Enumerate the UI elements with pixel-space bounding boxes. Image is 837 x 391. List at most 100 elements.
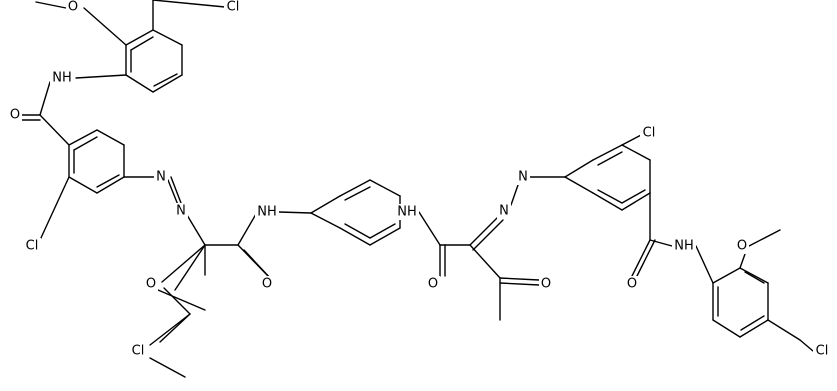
atom-label: O — [66, 0, 80, 15]
bond-line — [369, 179, 401, 197]
ring-chlorine-left: Cl — [26, 239, 39, 254]
atom-label: N — [154, 169, 168, 185]
bond-line — [174, 244, 206, 291]
bond-line — [152, 29, 183, 46]
bond-line — [472, 219, 504, 251]
bond-line — [744, 271, 765, 284]
bond-line — [499, 282, 540, 286]
bond-line — [186, 214, 206, 246]
bond-line — [339, 179, 371, 197]
amide-nh-top: NH — [52, 71, 72, 86]
bond-line — [739, 267, 769, 284]
atom-label: O — [8, 107, 22, 123]
atom-label: NH — [255, 204, 279, 220]
atom-label: N — [174, 203, 188, 219]
bond-line — [592, 144, 623, 161]
methoxy-oxygen-top: O — [68, 0, 78, 15]
chloromethyl-chlorine-top: Cl — [227, 0, 240, 15]
bond-line — [695, 245, 714, 284]
bond-line — [130, 36, 154, 51]
atom-label: NH — [395, 204, 419, 220]
bond-line — [161, 244, 206, 283]
bond-lines — [21, 0, 814, 378]
bond-line — [170, 176, 182, 204]
azo-nitrogen-left-1: N — [156, 170, 166, 185]
bond-line — [152, 74, 183, 93]
amide-oxygen-left: O — [262, 277, 272, 292]
bond-line — [740, 315, 765, 331]
bond-line — [767, 319, 801, 341]
azo-nitrogen-right-1: N — [499, 204, 509, 219]
atom-label: O — [625, 276, 639, 292]
bond-line — [73, 136, 98, 151]
bond-line — [125, 29, 154, 46]
amide-nh-left: NH — [257, 205, 277, 220]
methoxy-oxygen-bottom: O — [737, 239, 747, 254]
chain-chlorine: Cl — [132, 344, 145, 359]
atom-label: O — [144, 276, 158, 292]
atom-label: Cl — [23, 238, 41, 254]
bond-line — [310, 195, 341, 214]
bond-line — [748, 229, 781, 247]
amide-nh-bottom: NH — [674, 239, 694, 254]
bond-line — [75, 74, 127, 79]
bond-line — [499, 277, 540, 281]
bond-line — [278, 211, 312, 214]
atom-label: Cl — [224, 0, 242, 15]
amide-nh-right: NH — [397, 205, 417, 220]
bond-line — [621, 192, 651, 211]
bond-line — [592, 192, 623, 211]
bond-line — [739, 253, 746, 269]
amide-oxygen-top: O — [10, 108, 20, 123]
bond-line — [237, 213, 257, 246]
bond-line — [510, 184, 519, 206]
bond-line — [96, 174, 120, 188]
atom-label: O — [260, 276, 274, 292]
bond-line — [597, 189, 623, 204]
bond-line — [369, 223, 396, 239]
azo-nitrogen-left-2: N — [176, 204, 186, 219]
bond-line — [739, 319, 769, 338]
bond-line — [157, 289, 206, 311]
atom-label: O — [539, 276, 553, 292]
atom-label: NH — [672, 238, 696, 254]
bond-line — [125, 74, 154, 93]
atom-labels: O Cl NH O Cl N N O NH O Cl NH O N N O Cl… — [8, 0, 831, 359]
bond-line — [83, 7, 127, 46]
keto-oxygen-right: O — [541, 277, 551, 292]
bond-line — [712, 267, 741, 284]
amide-oxygen-bottom: O — [627, 277, 637, 292]
bond-line — [469, 244, 501, 279]
bond-line — [636, 239, 656, 277]
bond-line — [68, 176, 98, 194]
bond-line — [96, 129, 125, 146]
bond-line — [649, 239, 673, 247]
bond-line — [631, 239, 651, 277]
atom-label: O — [735, 238, 749, 254]
keto-oxygen-left: O — [146, 277, 156, 292]
atom-label: Cl — [813, 343, 831, 359]
bond-line — [564, 159, 594, 178]
bond-line — [339, 227, 371, 246]
bond-line — [344, 223, 371, 239]
bond-line — [621, 189, 646, 204]
atom-label: N — [497, 203, 511, 219]
bond-line — [469, 214, 501, 246]
atom-label: Cl — [640, 125, 658, 141]
bond-line — [68, 129, 98, 146]
atom-label: Cl — [129, 343, 147, 359]
bond-line — [344, 186, 371, 201]
bond-line — [96, 176, 125, 194]
bond-line — [564, 176, 594, 194]
bond-line — [39, 176, 70, 241]
bond-line — [243, 249, 273, 281]
bond-line — [418, 211, 441, 246]
bond-line — [153, 73, 178, 87]
atom-label: N — [516, 169, 530, 185]
bond-line — [152, 0, 226, 8]
bond-line — [39, 114, 70, 146]
atom-label: NH — [50, 70, 74, 86]
bond-line — [167, 179, 179, 206]
bond-line — [799, 339, 814, 352]
